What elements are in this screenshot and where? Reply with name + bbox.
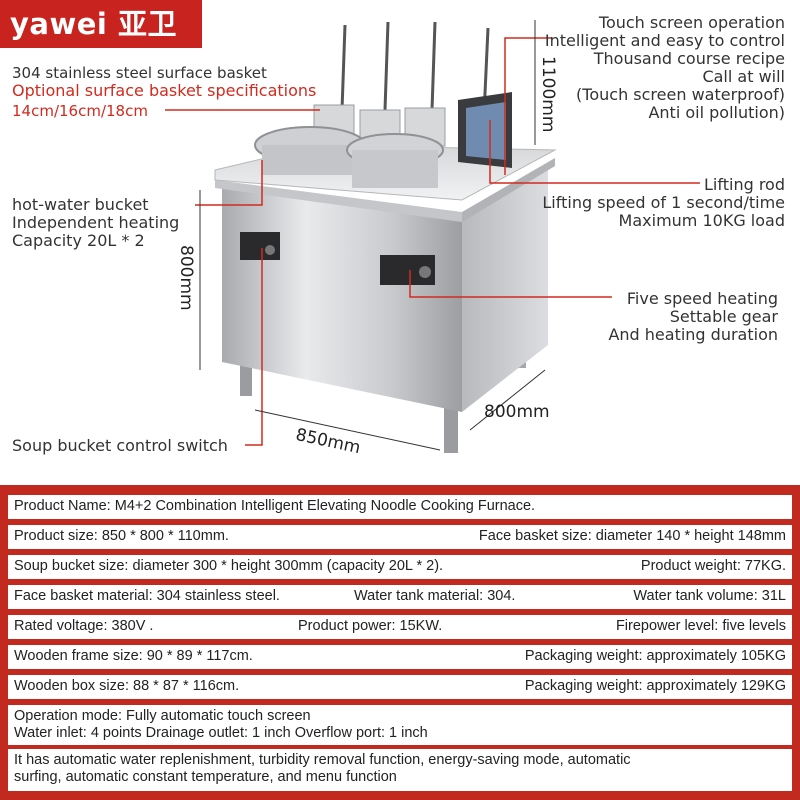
- spec-features-line1: It has automatic water replenishment, tu…: [14, 752, 631, 768]
- leg-front-left: [240, 362, 252, 396]
- callout-basket-material: 304 stainless steel surface basket: [12, 64, 267, 82]
- spec-firepower: Firepower level: five levels: [615, 618, 786, 634]
- spec-tank-volume: Water tank volume: 31L: [633, 588, 786, 604]
- spec-box-weight: Packaging weight: approximately 129KG: [524, 678, 786, 694]
- callout-touch-3: Thousand course recipe: [593, 49, 785, 68]
- spec-basket-size: Face basket size: diameter 140 * height …: [478, 528, 786, 544]
- dimension-depth: 800mm: [484, 402, 550, 422]
- callout-bucket-heating: Independent heating: [12, 213, 180, 232]
- callout-touch-1: Touch screen operation: [598, 13, 785, 32]
- spec-row-operation: Operation mode: Fully automatic touch sc…: [8, 705, 792, 745]
- callout-touch-4: Call at will: [702, 67, 785, 86]
- callout-touch-5: (Touch screen waterproof): [576, 85, 785, 104]
- spec-frame-weight: Packaging weight: approximately 105KG: [524, 648, 786, 664]
- spec-box-size: Wooden box size: 88 * 87 * 116cm.: [14, 678, 240, 694]
- callout-basket-sizes: 14cm/16cm/18cm: [12, 102, 148, 120]
- pot-left: [262, 145, 358, 175]
- spec-product-name: Product Name: M4+2 Combination Intellige…: [14, 498, 536, 514]
- spec-row-power: Rated voltage: 380V . Product power: 15K…: [8, 615, 792, 639]
- spec-row-name: Product Name: M4+2 Combination Intellige…: [8, 495, 792, 519]
- control-panel-left: [240, 232, 280, 260]
- dimension-height: 1100mm: [538, 56, 558, 133]
- spec-panel: Product Name: M4+2 Combination Intellige…: [0, 485, 800, 800]
- spec-product-weight: Product weight: 77KG.: [640, 558, 786, 574]
- callout-bucket-title: hot-water bucket: [12, 195, 149, 214]
- brand-logo: yawei 亚卫: [0, 0, 202, 48]
- spec-tank-material: Water tank material: 304.: [354, 588, 516, 604]
- spec-operation-mode: Operation mode: Fully automatic touch sc…: [14, 708, 311, 724]
- side-panel: [462, 165, 548, 412]
- spec-features-line2: surfing, automatic constant temperature,…: [14, 769, 397, 785]
- front-panel: [222, 185, 462, 412]
- callout-touch-2: Intelligent and easy to control: [544, 31, 785, 50]
- spec-product-size: Product size: 850 * 800 * 110mm.: [14, 528, 229, 544]
- callout-bucket-capacity: Capacity 20L * 2: [12, 231, 145, 250]
- countertop-edge: [215, 180, 462, 222]
- leg-front-right: [444, 405, 458, 453]
- dimension-leg-height: 800mm: [176, 245, 196, 311]
- spec-row-size: Product size: 850 * 800 * 110mm. Face ba…: [8, 525, 792, 549]
- callout-heat-2: Settable gear: [669, 307, 778, 326]
- callout-touch-6: Anti oil pollution): [648, 103, 785, 122]
- callout-control-switch: Soup bucket control switch: [12, 436, 228, 455]
- countertop-side-edge: [462, 158, 555, 222]
- callout-heat-3: And heating duration: [608, 325, 778, 344]
- spec-row-material: Face basket material: 304 stainless stee…: [8, 585, 792, 609]
- spec-row-frame: Wooden frame size: 90 * 89 * 117cm. Pack…: [8, 645, 792, 669]
- callout-rod-3: Maximum 10KG load: [618, 211, 785, 230]
- callout-heat-1: Five speed heating: [626, 289, 778, 308]
- touch-screen-display: [466, 102, 506, 160]
- product-illustration: [165, 20, 700, 453]
- spec-power: Product power: 15KW.: [298, 618, 443, 634]
- spec-ports: Water inlet: 4 points Drainage outlet: 1…: [14, 725, 428, 741]
- callout-rod-2: Lifting speed of 1 second/time: [542, 193, 785, 212]
- spec-voltage: Rated voltage: 380V .: [14, 618, 154, 634]
- spec-frame-size: Wooden frame size: 90 * 89 * 117cm.: [14, 648, 253, 664]
- spec-row-features: It has automatic water replenishment, tu…: [8, 749, 792, 791]
- spec-row-bucket: Soup bucket size: diameter 300 * height …: [8, 555, 792, 579]
- spec-row-box: Wooden box size: 88 * 87 * 116cm. Packag…: [8, 675, 792, 699]
- callout-basket-options: Optional surface basket specifications: [12, 81, 317, 100]
- spec-bucket-size: Soup bucket size: diameter 300 * height …: [14, 558, 444, 574]
- spec-basket-material: Face basket material: 304 stainless stee…: [14, 588, 280, 604]
- pot-right: [352, 150, 438, 188]
- callout-rod-1: Lifting rod: [704, 175, 785, 194]
